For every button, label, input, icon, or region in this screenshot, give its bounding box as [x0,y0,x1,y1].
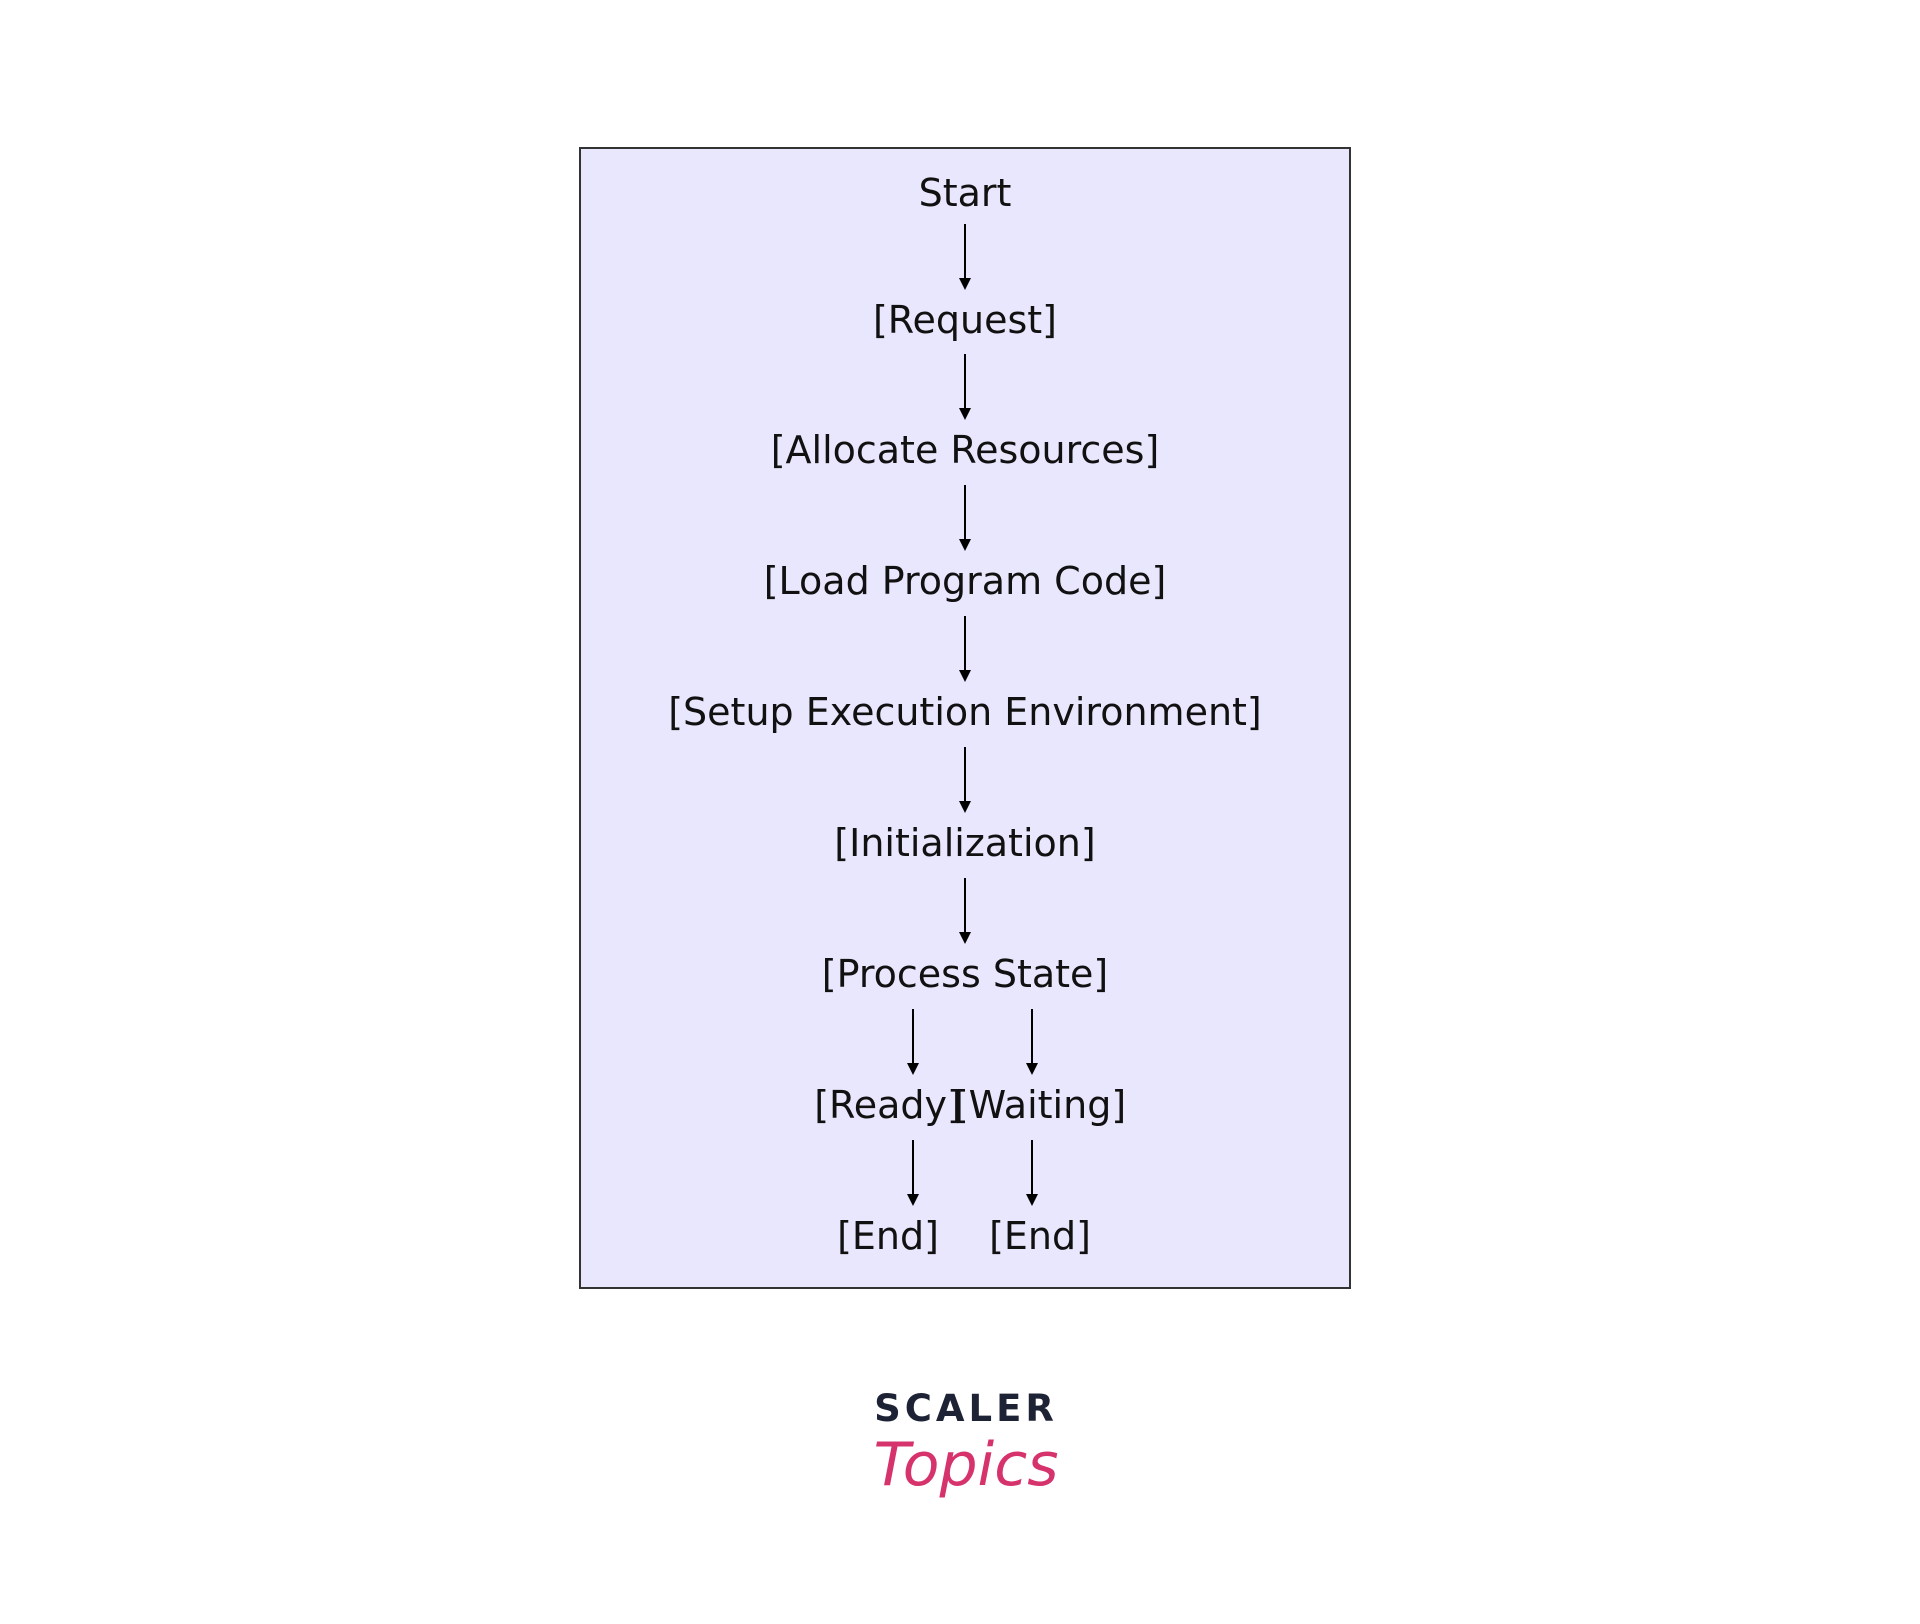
node-load-program-code: [Load Program Code] [764,559,1167,603]
node-start: Start [919,171,1012,215]
node-end-waiting: [End] [989,1214,1091,1258]
node-setup-execution-environment: [Setup Execution Environment] [668,690,1262,734]
node-allocate-resources: [Allocate Resources] [771,428,1160,472]
node-end-ready: [End] [837,1214,939,1258]
node-process-state: [Process State] [822,952,1108,996]
node-request: [Request] [873,298,1057,342]
nodes-layer: Start [Request] [Allocate Resources] [Lo… [668,171,1262,1258]
logo-scaler-text: SCALER [874,1387,1058,1430]
node-initialization: [Initialization] [834,821,1095,865]
logo-topics-text: Topics [874,1430,1059,1500]
scaler-topics-logo: SCALER Topics [874,1387,1059,1500]
diagram-container-box [579,147,1351,1289]
node-ready: [Ready] [814,1083,962,1127]
node-waiting: [Waiting] [954,1083,1126,1127]
edges-layer [907,224,1038,1206]
